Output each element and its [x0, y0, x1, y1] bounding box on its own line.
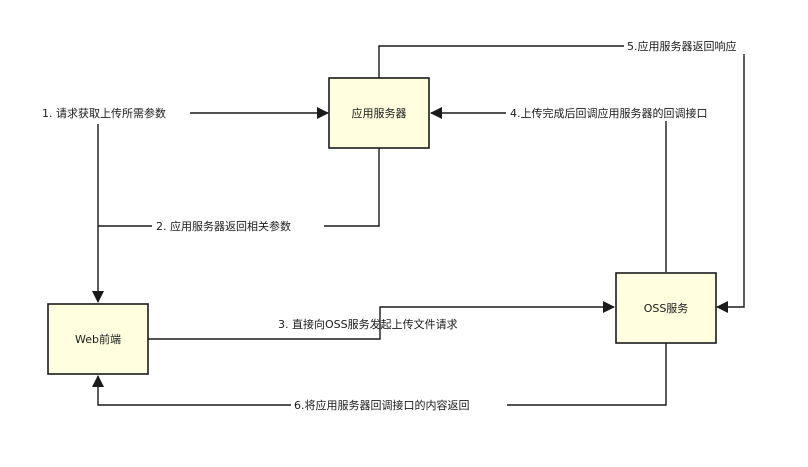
edge-step2-line	[98, 148, 380, 227]
node-oss-service: OSS服务	[615, 272, 717, 344]
edge-step2-label-bg	[152, 218, 324, 234]
edge-step4-label-bg	[506, 104, 746, 121]
node-app-server-label: 应用服务器	[352, 106, 407, 120]
edge-step2-label: 2. 应用服务器返回相关参数	[156, 219, 291, 233]
edge-step3: 3. 直接向OSS服务发起上传文件请求	[148, 301, 615, 340]
edge-step4: 4.上传完成后回调应用服务器的回调接口	[430, 104, 746, 272]
edge-step5-label: 5.应用服务器返回响应	[627, 39, 737, 53]
node-web-frontend-box	[47, 303, 149, 375]
node-oss-service-box	[615, 272, 717, 344]
node-app-server-box	[328, 77, 430, 149]
edge-step4-label: 4.上传完成后回调应用服务器的回调接口	[510, 106, 708, 120]
edge-step1: 1. 请求获取上传所需参数	[42, 106, 329, 120]
edge-step1-label: 1. 请求获取上传所需参数	[42, 106, 166, 120]
edge-step5-arrow	[378, 45, 745, 313]
edge-step6-arrow	[92, 343, 667, 406]
edge-step6-label-bg	[291, 397, 507, 413]
edge-step6: 6.将应用服务器回调接口的内容返回	[92, 343, 667, 413]
node-web-frontend-label: Web前端	[75, 332, 121, 346]
edge-step6-label: 6.将应用服务器回调接口的内容返回	[294, 398, 470, 412]
edge-step5-label-bg	[624, 38, 760, 54]
node-oss-service-label: OSS服务	[644, 302, 689, 315]
edge-step3-arrow	[148, 301, 615, 340]
edge-step3-label: 3. 直接向OSS服务发起上传文件请求	[278, 317, 458, 331]
node-app-server: 应用服务器	[328, 77, 430, 149]
edge-step5: 5.应用服务器返回响应	[378, 38, 760, 313]
node-web-frontend: Web前端	[47, 303, 149, 375]
edge-step2: 2. 应用服务器返回相关参数	[98, 148, 380, 234]
edge-step4-arrow	[430, 107, 667, 272]
